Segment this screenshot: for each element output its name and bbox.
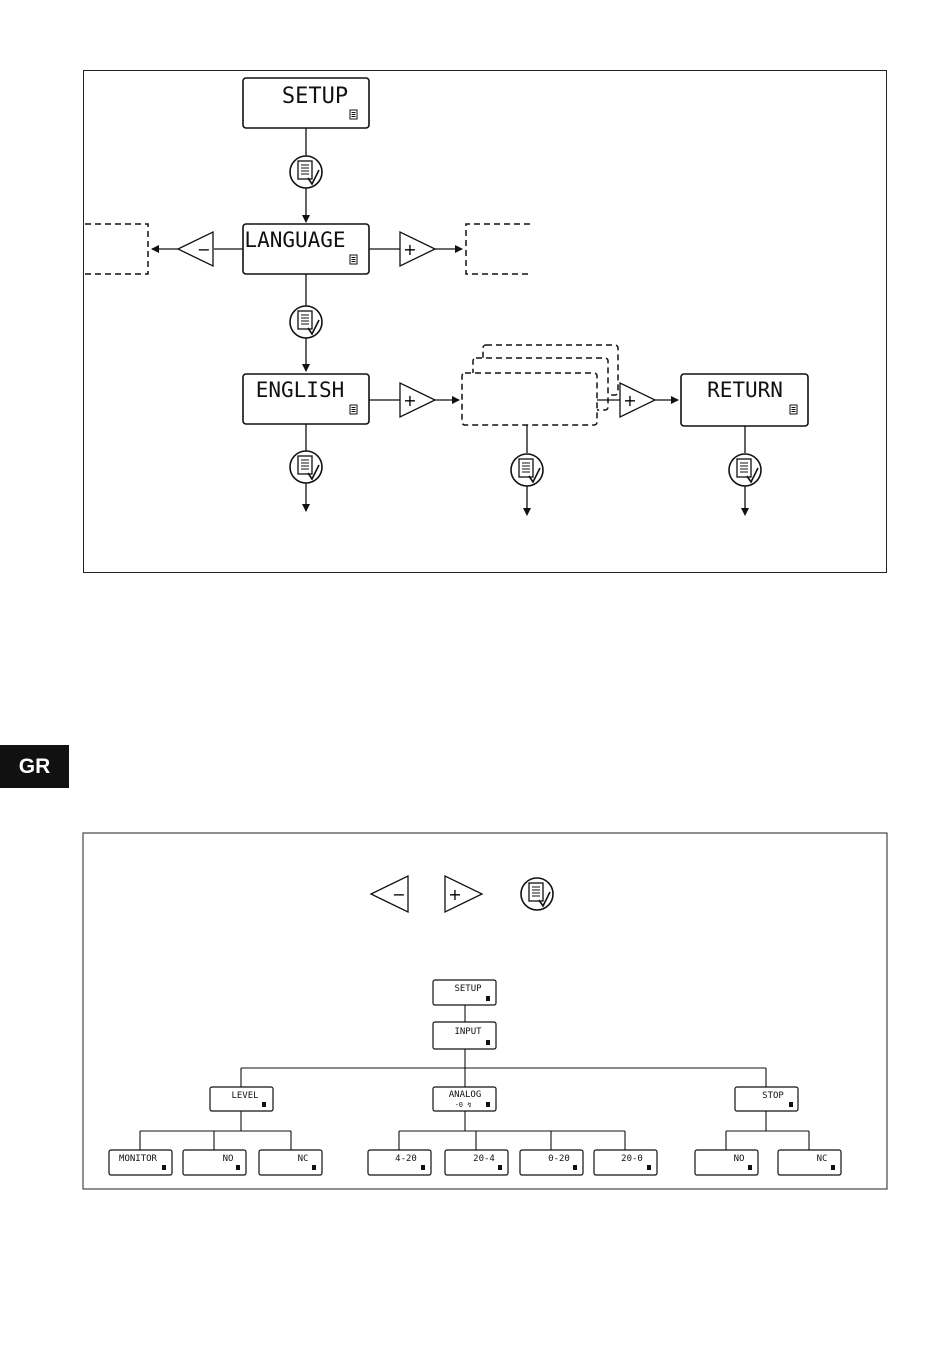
return-display: RETURN bbox=[681, 374, 808, 426]
svg-text:−: − bbox=[392, 885, 405, 904]
svg-text:LEVEL: LEVEL bbox=[231, 1091, 258, 1101]
tree-node-stop: STOP bbox=[735, 1087, 798, 1111]
tree-leaf-monitor: MONITOR bbox=[109, 1150, 172, 1175]
tree-node-input: INPUT bbox=[433, 1022, 496, 1049]
menu-enter-icon bbox=[511, 454, 543, 486]
tree-node-setup: SETUP bbox=[433, 980, 496, 1005]
plus-button-icon: + bbox=[400, 383, 435, 417]
tree-node-level: LEVEL bbox=[210, 1087, 273, 1111]
svg-text:SETUP: SETUP bbox=[454, 984, 482, 994]
svg-text:−: − bbox=[197, 240, 210, 259]
menu-enter-icon bbox=[290, 306, 322, 338]
svg-text:4-20: 4-20 bbox=[395, 1154, 417, 1164]
tree-leaf-stop-no: NO bbox=[695, 1150, 758, 1175]
tree-leaf-stop-nc: NC bbox=[778, 1150, 841, 1175]
language-display-text: LANGUAGE bbox=[244, 228, 345, 252]
svg-text:+: + bbox=[623, 391, 636, 410]
english-display: ENGLISH bbox=[243, 374, 369, 424]
tree-leaf-20-0: 20-0 bbox=[594, 1150, 657, 1175]
svg-text:INPUT: INPUT bbox=[454, 1027, 482, 1037]
next-option-placeholder bbox=[466, 224, 530, 274]
return-display-text: RETURN bbox=[707, 378, 783, 402]
svg-text:ANALOG: ANALOG bbox=[449, 1090, 482, 1100]
svg-text:STOP: STOP bbox=[762, 1091, 784, 1101]
tree-leaf-0-20: 0-20 bbox=[520, 1150, 583, 1175]
english-display-text: ENGLISH bbox=[256, 378, 345, 402]
menu-tree-diagram bbox=[83, 833, 887, 1189]
setup-display: SETUP bbox=[243, 78, 369, 128]
svg-text:+: + bbox=[448, 885, 461, 904]
other-languages-stack bbox=[462, 345, 618, 425]
previous-option-placeholder bbox=[85, 224, 148, 274]
svg-text:0-20: 0-20 bbox=[548, 1154, 570, 1164]
tree-leaf-20-4: 20-4 bbox=[445, 1150, 508, 1175]
language-display: LANGUAGE bbox=[243, 224, 369, 274]
setup-display-text: SETUP bbox=[282, 84, 348, 109]
tree-leaf-level-no: NO bbox=[183, 1150, 246, 1175]
plus-button-icon: + bbox=[620, 383, 655, 417]
menu-enter-icon bbox=[729, 454, 761, 486]
tree-node-analog: ANALOG -0 ↯ bbox=[433, 1087, 496, 1111]
svg-text:+: + bbox=[403, 240, 416, 259]
svg-text:-0 ↯: -0 ↯ bbox=[455, 1101, 472, 1109]
svg-text:NO: NO bbox=[223, 1154, 234, 1164]
menu-enter-icon bbox=[290, 451, 322, 483]
tree-leaf-level-nc: NC bbox=[259, 1150, 322, 1175]
svg-text:NO: NO bbox=[734, 1154, 745, 1164]
svg-text:20-0: 20-0 bbox=[621, 1154, 643, 1164]
menu-enter-icon bbox=[290, 156, 322, 188]
plus-button-icon: + bbox=[400, 232, 435, 266]
minus-button-icon: − bbox=[178, 232, 213, 266]
svg-text:MONITOR: MONITOR bbox=[119, 1154, 158, 1164]
tree-leaf-4-20: 4-20 bbox=[368, 1150, 431, 1175]
svg-text:NC: NC bbox=[817, 1154, 828, 1164]
svg-text:+: + bbox=[403, 391, 416, 410]
svg-text:NC: NC bbox=[298, 1154, 309, 1164]
svg-text:20-4: 20-4 bbox=[473, 1154, 495, 1164]
legend-menu-icon bbox=[521, 878, 553, 910]
